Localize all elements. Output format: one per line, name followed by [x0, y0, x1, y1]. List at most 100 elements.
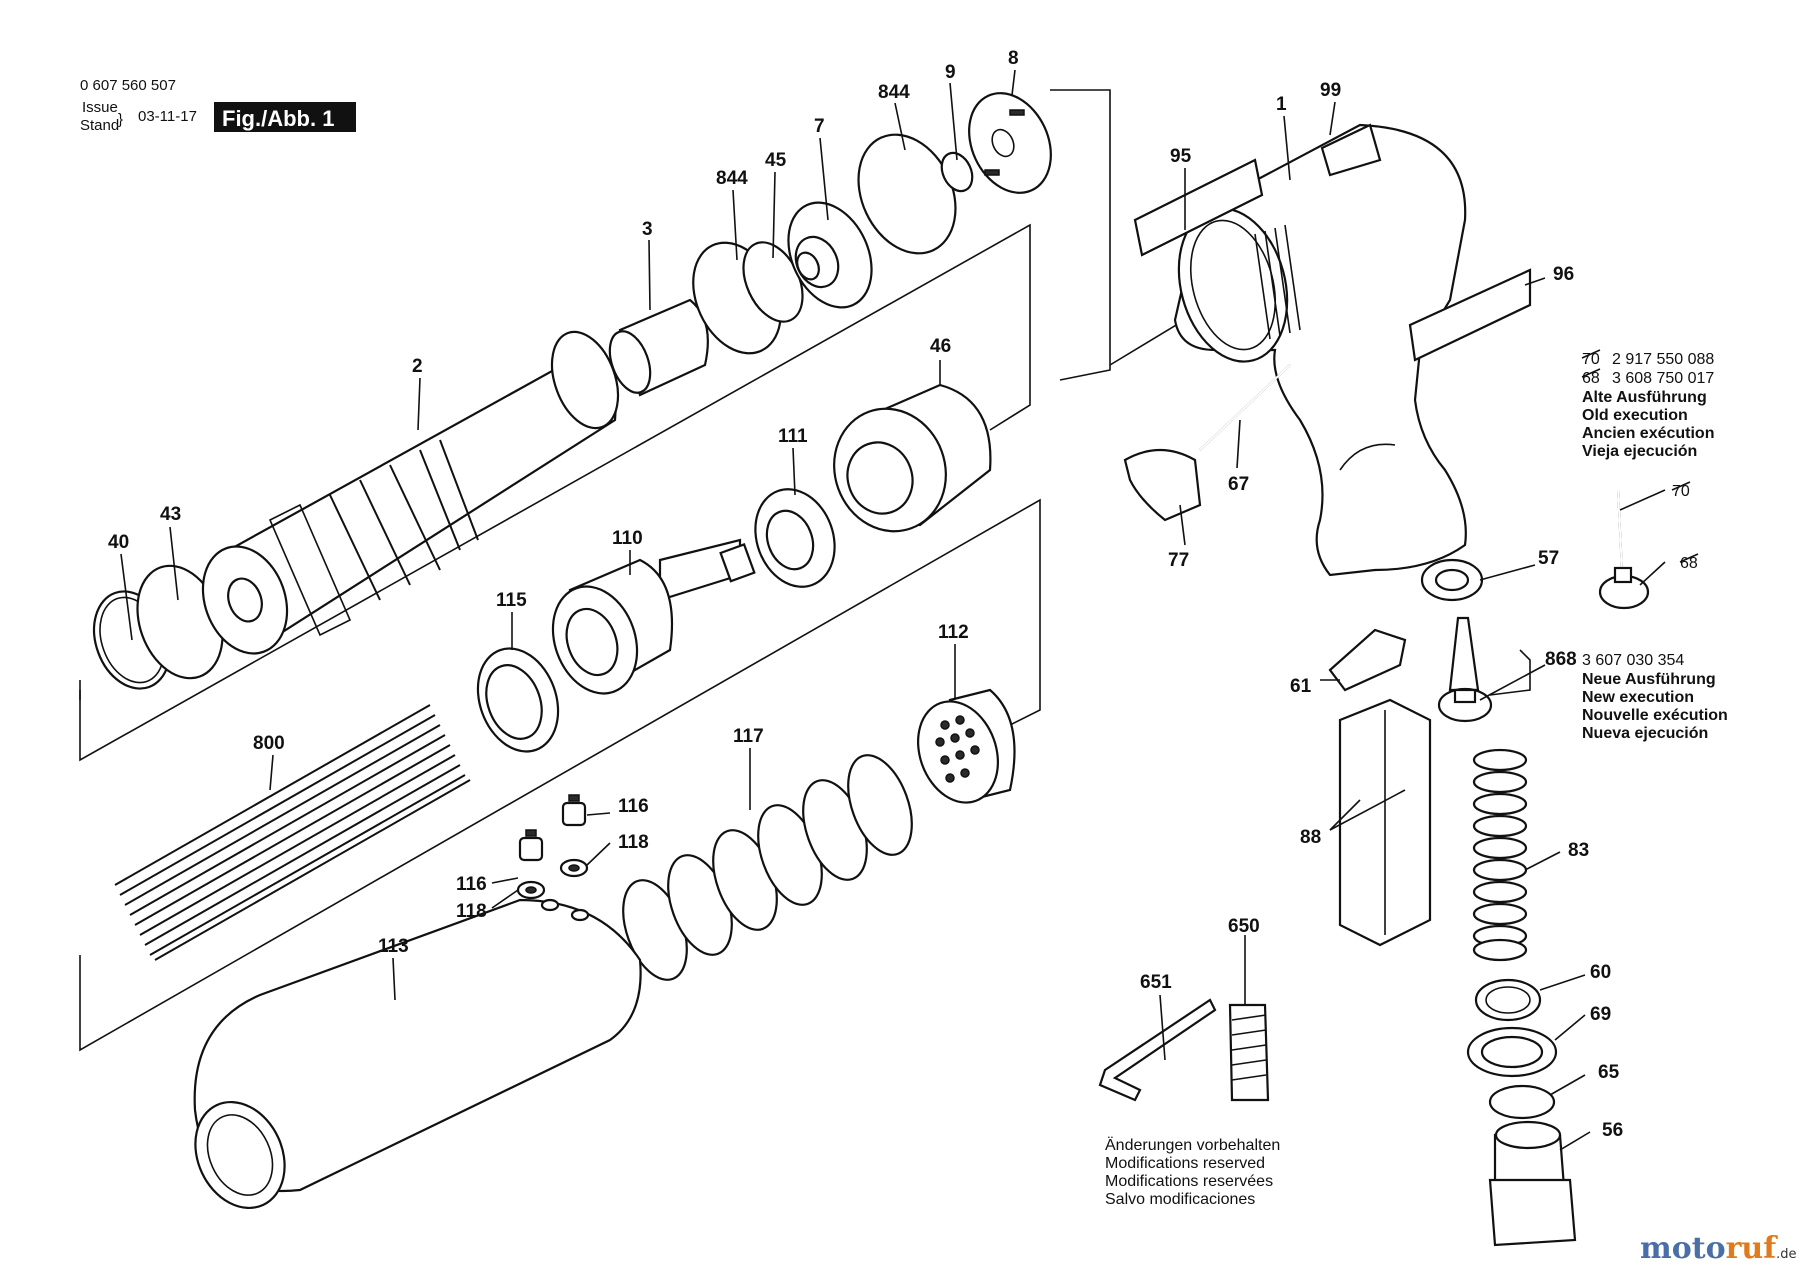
grip-88	[1338, 698, 1432, 947]
new-execution-number: 3 607 030 354	[1582, 652, 1684, 669]
fitting-650	[1228, 1003, 1270, 1102]
trigger-77	[1123, 449, 1202, 522]
ring-111	[754, 488, 836, 588]
label-844-b: 844	[878, 82, 910, 103]
label-77: 77	[1168, 550, 1189, 571]
plug-61	[1328, 628, 1407, 692]
label-45: 45	[765, 150, 787, 171]
old-execution-en: Old execution	[1582, 407, 1688, 424]
label-868: 868	[1545, 649, 1577, 670]
label-117: 117	[733, 726, 764, 747]
label-9: 9	[945, 62, 956, 83]
label-60: 60	[1590, 962, 1611, 983]
screw-116-a	[518, 829, 544, 862]
modifications-es: Salvo modificaciones	[1105, 1191, 1255, 1208]
label-116-a: 116	[456, 874, 487, 895]
nut-46	[833, 383, 992, 533]
part-labels: 40 43 2 3 844 45 7 844 9 8 46 111 110 11…	[108, 48, 1623, 1141]
new-execution-fr: Nouvelle exécution	[1582, 707, 1728, 724]
issue-date: 03-11-17	[138, 108, 197, 125]
label-118-b: 118	[618, 832, 649, 853]
washer-57	[1420, 558, 1484, 602]
watermark-tld: .de	[1776, 1247, 1796, 1262]
issue-label: Issue	[82, 99, 118, 116]
watermark-logo: motoruf.de	[1640, 1231, 1797, 1266]
valve-plate-8	[968, 92, 1052, 194]
label-650: 650	[1228, 916, 1260, 937]
valve-7	[787, 201, 873, 309]
stand-label: Stand	[80, 117, 119, 134]
label-3: 3	[642, 219, 653, 240]
label-65: 65	[1598, 1062, 1620, 1083]
label-56: 56	[1602, 1120, 1623, 1141]
disc-9	[940, 151, 974, 193]
o-ring-65	[1488, 1084, 1556, 1120]
cylinder-2	[201, 330, 620, 655]
washer-118-a	[516, 880, 546, 900]
old-number-68: 3 608 750 017	[1612, 370, 1714, 387]
label-96: 96	[1553, 264, 1574, 285]
new-execution-note: 3 607 030 354 Neue Ausführung New execut…	[1582, 652, 1728, 742]
label-844-a: 844	[716, 168, 748, 189]
label-113: 113	[378, 936, 409, 957]
ring-69	[1466, 1026, 1558, 1078]
label-1: 1	[1276, 94, 1287, 115]
label-800: 800	[253, 733, 285, 754]
svg-text:}: }	[118, 111, 123, 128]
frame-valve	[1050, 89, 1111, 381]
label-88: 88	[1300, 827, 1321, 848]
washer-118-b	[559, 858, 589, 878]
old-execution-fr: Ancien exécution	[1582, 425, 1714, 442]
frame-cylinder	[79, 223, 1031, 762]
modifications-en: Modifications reserved	[1105, 1155, 1265, 1172]
old-execution-de: Alte Ausführung	[1582, 389, 1707, 406]
frame-housing	[79, 498, 1041, 1052]
old-execution-parts	[1598, 489, 1650, 610]
watermark-part2: ruf	[1726, 1231, 1779, 1266]
label-40: 40	[108, 532, 129, 553]
label-99	[1320, 123, 1382, 177]
label-8: 8	[1008, 48, 1019, 69]
label-96	[1408, 268, 1532, 362]
part-number: 0 607 560 507	[80, 77, 176, 94]
old-execution-note: 70 2 917 550 088 68 3 608 750 017 Alte A…	[1581, 349, 1714, 572]
label-83: 83	[1568, 840, 1589, 861]
figure-badge	[214, 102, 356, 132]
modifications-note: Änderungen vorbehalten Modifications res…	[1105, 1136, 1280, 1208]
label-95	[1133, 158, 1264, 257]
label-61: 61	[1290, 676, 1312, 697]
old-execution-es: Vieja ejecución	[1582, 443, 1697, 460]
strainer-60	[1474, 978, 1542, 1022]
housing-113	[193, 898, 642, 1210]
hex-key-651	[1098, 998, 1217, 1102]
screw-116-b	[561, 794, 587, 827]
figure-label: Fig./Abb. 1	[222, 106, 334, 131]
pin-67	[1199, 364, 1291, 451]
new-execution-es: Nueva ejecución	[1582, 725, 1708, 742]
label-43: 43	[160, 504, 181, 525]
fitting-56	[1488, 1120, 1577, 1247]
valve-868	[1437, 616, 1493, 723]
label-99: 99	[1320, 80, 1341, 101]
piston-110	[551, 538, 756, 695]
label-110: 110	[612, 528, 643, 549]
old-number-70: 2 917 550 088	[1612, 351, 1714, 368]
ring-115	[476, 647, 560, 753]
modifications-de: Änderungen vorbehalten	[1105, 1136, 1280, 1154]
label-69: 69	[1590, 1004, 1611, 1025]
new-execution-de: Neue Ausführung	[1582, 671, 1716, 688]
label-116-b: 116	[618, 796, 649, 817]
piston-3	[608, 298, 709, 397]
rod-bundle-800	[114, 704, 471, 961]
spring-83	[1472, 748, 1528, 962]
label-118-a: 118	[456, 901, 487, 922]
header: 0 607 560 507 Issue Stand } 03-11-17 Fig…	[80, 77, 356, 134]
label-67: 67	[1228, 474, 1249, 495]
spring-117	[622, 754, 913, 981]
label-57: 57	[1538, 548, 1559, 569]
new-execution-en: New execution	[1582, 689, 1694, 706]
label-7: 7	[814, 116, 825, 137]
label-651: 651	[1140, 972, 1172, 993]
svg-text:motoruf.de: motoruf.de	[1640, 1231, 1797, 1266]
